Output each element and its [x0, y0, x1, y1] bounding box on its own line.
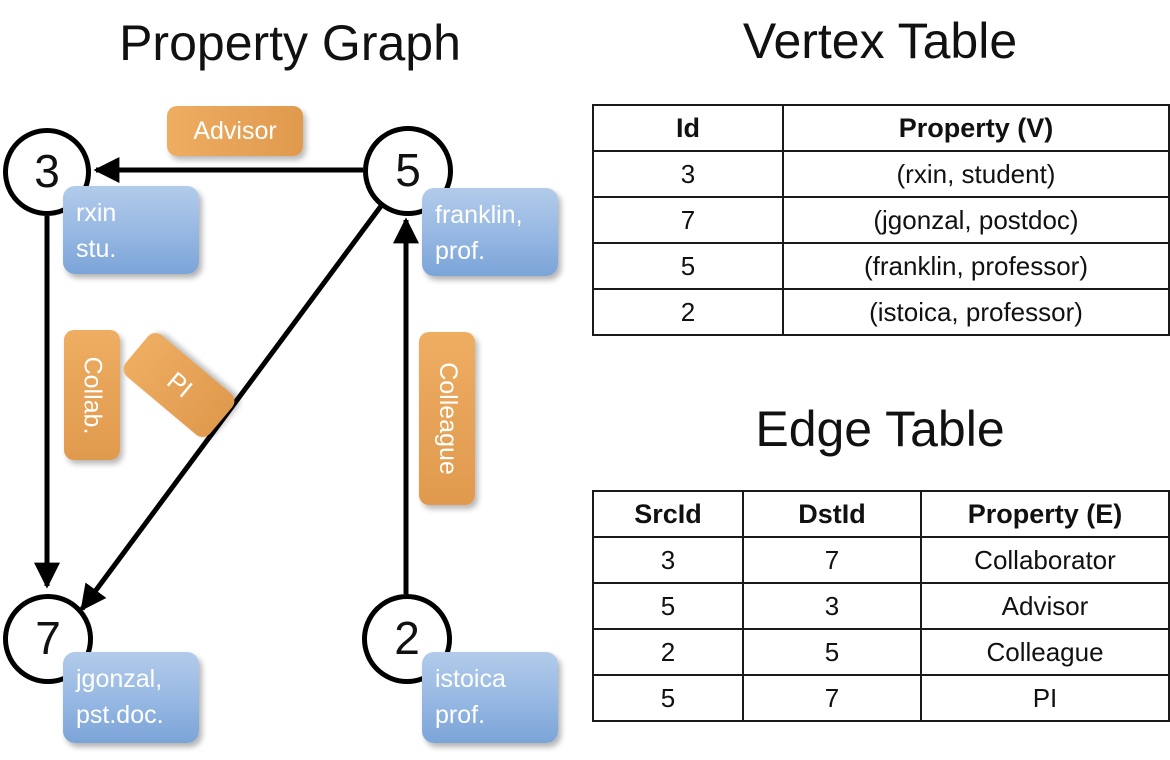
edge-label-advisor: Advisor — [167, 106, 303, 156]
edge-row-2-property: Colleague — [920, 628, 1170, 676]
node-property-box-jgonzal: jgonzal, pst.doc. — [63, 652, 199, 743]
table-row: 5 (franklin, professor) — [592, 242, 1170, 290]
graph-node-5-label: 5 — [395, 144, 421, 196]
edge-row-2-dst: 5 — [742, 628, 922, 676]
edge-row-3-property: PI — [920, 674, 1170, 722]
vertex-table-header-id: Id — [592, 104, 784, 152]
edge-row-3-src: 5 — [592, 674, 744, 722]
vertex-table-header-row: Id Property (V) — [592, 104, 1170, 152]
edge-label-advisor-text: Advisor — [193, 116, 277, 145]
edge-label-colleague: Colleague — [419, 332, 475, 505]
edge-label-pi-text: PI — [161, 366, 198, 403]
node-property-box-istoica: istoica prof. — [422, 652, 558, 743]
edge-table-header-property: Property (E) — [920, 490, 1170, 538]
vertex-table: Id Property (V) 3 (rxin, student) 7 (jgo… — [592, 104, 1170, 336]
vertex-row-1-id: 7 — [592, 196, 784, 244]
node-property-istoica-line1: istoica — [435, 665, 506, 693]
vertex-table-header-property: Property (V) — [782, 104, 1170, 152]
edge-row-1-property: Advisor — [920, 582, 1170, 630]
edge-row-0-property: Collaborator — [920, 536, 1170, 584]
graph-node-5[interactable]: 5 — [363, 126, 453, 216]
vertex-row-1-property: (jgonzal, postdoc) — [782, 196, 1170, 244]
vertex-row-2-property: (franklin, professor) — [782, 242, 1170, 290]
page-title-vertex-table: Vertex Table — [742, 13, 1018, 69]
property-graph-diagram: 3 5 7 2 rxin stu. franklin, prof. jgonza… — [3, 106, 558, 743]
edge-row-0-src: 3 — [592, 536, 744, 584]
table-row: 3 (rxin, student) — [592, 150, 1170, 198]
table-row: 2 (istoica, professor) — [592, 288, 1170, 336]
node-property-rxin-line1: rxin — [76, 199, 117, 227]
graph-node-2-label: 2 — [394, 612, 420, 664]
edge-table: SrcId DstId Property (E) 3 7 Collaborato… — [592, 490, 1170, 722]
vertex-row-2-id: 5 — [592, 242, 784, 290]
edge-label-colleague-text: Colleague — [433, 362, 462, 475]
node-property-box-franklin: franklin, prof. — [422, 188, 558, 276]
vertex-row-0-property: (rxin, student) — [782, 150, 1170, 198]
page-title-property-graph: Property Graph — [119, 15, 461, 71]
vertex-row-0-id: 3 — [592, 150, 784, 198]
edge-label-collab-text: Collab. — [78, 356, 107, 434]
edge-row-2-src: 2 — [592, 628, 744, 676]
table-row: 2 5 Colleague — [592, 628, 1170, 676]
table-row: 3 7 Collaborator — [592, 536, 1170, 584]
node-property-franklin-line2: prof. — [435, 236, 486, 265]
node-property-box-rxin: rxin stu. — [63, 186, 199, 274]
edge-table-header-srcid: SrcId — [592, 490, 744, 538]
vertex-row-3-property: (istoica, professor) — [782, 288, 1170, 336]
graph-node-3-label: 3 — [34, 145, 60, 197]
edge-row-3-dst: 7 — [742, 674, 922, 722]
table-row: 7 (jgonzal, postdoc) — [592, 196, 1170, 244]
edge-row-1-dst: 3 — [742, 582, 922, 630]
edge-label-collab: Collab. — [64, 330, 120, 460]
node-property-rxin-line2: stu. — [76, 234, 117, 263]
node-property-jgonzal-line1: jgonzal, — [76, 665, 163, 693]
table-row: 5 7 PI — [592, 674, 1170, 722]
node-property-istoica-line2: prof. — [435, 700, 486, 729]
edge-row-0-dst: 7 — [742, 536, 922, 584]
graph-node-2[interactable]: 2 — [362, 594, 452, 684]
vertex-row-3-id: 2 — [592, 288, 784, 336]
page-title-edge-table: Edge Table — [755, 401, 1005, 457]
edge-table-header-row: SrcId DstId Property (E) — [592, 490, 1170, 538]
node-property-jgonzal-line2: pst.doc. — [76, 700, 164, 729]
graph-node-7-label: 7 — [35, 612, 61, 664]
node-property-franklin-line1: franklin, — [435, 201, 523, 229]
table-row: 5 3 Advisor — [592, 582, 1170, 630]
edge-table-header-dstid: DstId — [742, 490, 922, 538]
edge-row-1-src: 5 — [592, 582, 744, 630]
